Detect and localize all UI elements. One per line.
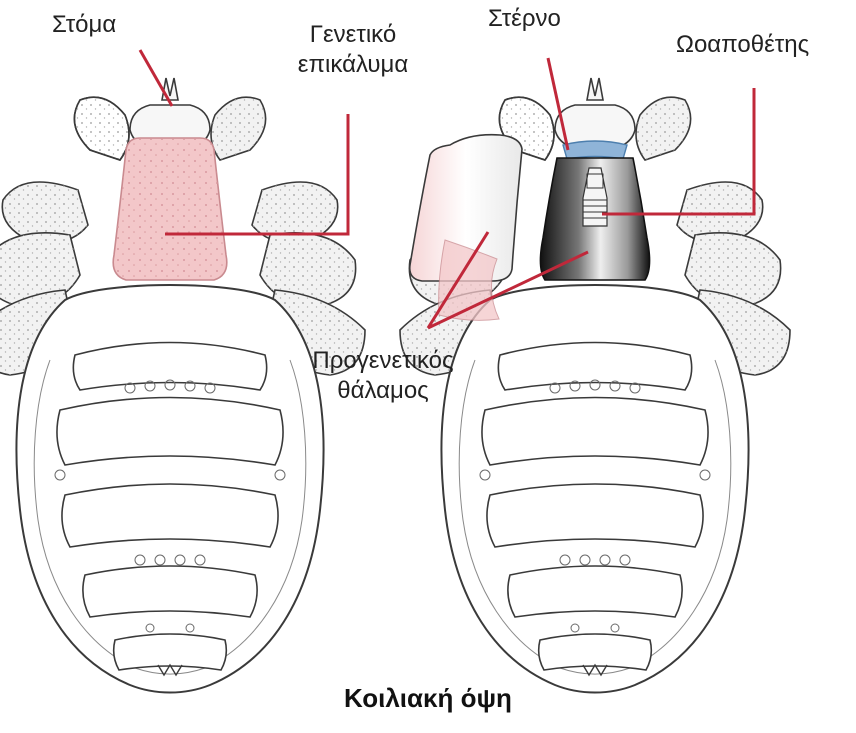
pregenital-chamber-label-line2: θάλαμος — [288, 376, 478, 406]
mouth-label: Στόμα — [52, 10, 116, 40]
pregenital-chamber-label-line1: Προγενετικός — [288, 346, 478, 376]
pregenital-chamber-label: Προγενετικός θάλαμος — [288, 346, 478, 406]
sternum-label: Στέρνο — [488, 4, 561, 34]
genital-cover-label: Γενετικό επικάλυμα — [278, 20, 428, 80]
genital-cover-label-line1: Γενετικό — [278, 20, 428, 50]
figure-caption: Κοιλιακή όψη — [0, 683, 856, 714]
ovipositor-shape — [583, 168, 607, 226]
sternum-plate — [563, 141, 627, 159]
ovipositor-label: Ωοαποθέτης — [676, 30, 809, 60]
genital-cover-label-line2: επικάλυμα — [278, 50, 428, 80]
